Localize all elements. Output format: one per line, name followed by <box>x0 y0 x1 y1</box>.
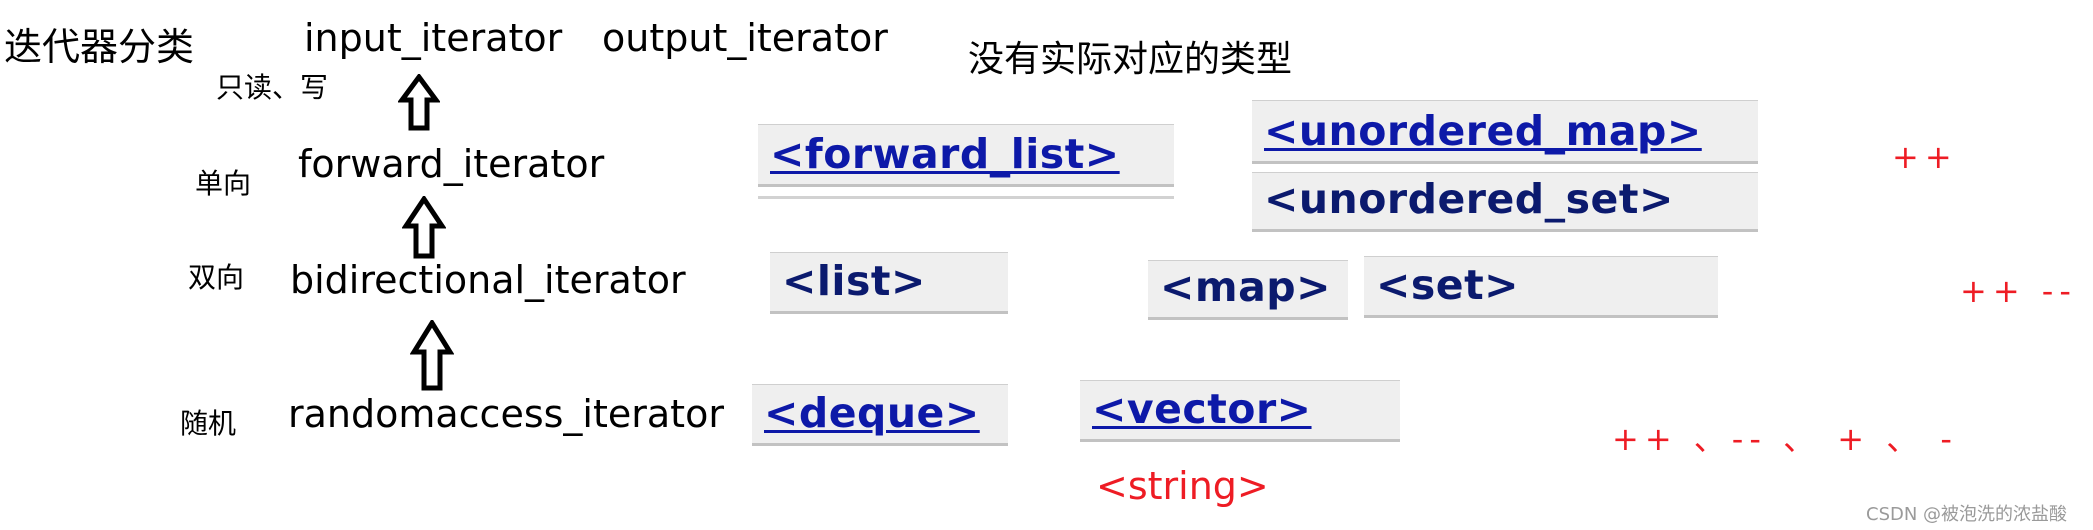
container-deque[interactable]: <deque> <box>752 384 1008 446</box>
arrow-up-icon <box>402 196 446 259</box>
category-input-iterator: input_iterator <box>304 16 563 60</box>
container-map-label: <map> <box>1160 263 1331 311</box>
category-randomaccess-iterator: randomaccess_iterator <box>288 392 724 436</box>
container-string: <string> <box>1096 464 1269 508</box>
container-deque-label[interactable]: <deque> <box>764 389 980 437</box>
container-unordered-map[interactable]: <unordered_map> <box>1252 100 1758 164</box>
container-unordered-set-label: <unordered_set> <box>1264 175 1674 223</box>
container-forward-list[interactable]: <forward_list> <box>758 124 1174 187</box>
container-set[interactable]: <set> <box>1364 256 1718 318</box>
container-map[interactable]: <map> <box>1148 260 1348 320</box>
divider-line <box>758 196 1174 199</box>
diagram-title: 迭代器分类 <box>4 25 195 69</box>
label-random: 随机 <box>180 407 237 440</box>
watermark: CSDN @被泡洗的浓盐酸 <box>1866 504 2068 525</box>
arrow-up-icon <box>410 320 454 391</box>
ops-forward: ++ <box>1892 138 1958 176</box>
arrow-up-icon <box>398 74 440 131</box>
category-bidirectional-iterator: bidirectional_iterator <box>290 258 686 302</box>
ops-random: ++ 、-- 、 + 、 - <box>1612 420 1958 458</box>
no-type-note: 没有实际对应的类型 <box>968 39 1293 80</box>
container-unordered-map-label[interactable]: <unordered_map> <box>1264 107 1702 155</box>
label-read-write: 只读、写 <box>216 71 329 104</box>
container-list[interactable]: <list> <box>770 252 1008 314</box>
container-set-label: <set> <box>1376 261 1520 309</box>
category-forward-iterator: forward_iterator <box>298 142 605 186</box>
category-output-iterator: output_iterator <box>602 16 888 60</box>
container-forward-list-label[interactable]: <forward_list> <box>770 130 1120 178</box>
label-bi-direction: 双向 <box>188 261 245 294</box>
container-unordered-set[interactable]: <unordered_set> <box>1252 172 1758 232</box>
label-single-direction: 单向 <box>195 167 252 200</box>
ops-bidirectional: ++ -- <box>1960 272 2077 310</box>
container-list-label: <list> <box>782 257 926 305</box>
container-vector-label[interactable]: <vector> <box>1092 385 1312 433</box>
container-vector[interactable]: <vector> <box>1080 380 1400 442</box>
